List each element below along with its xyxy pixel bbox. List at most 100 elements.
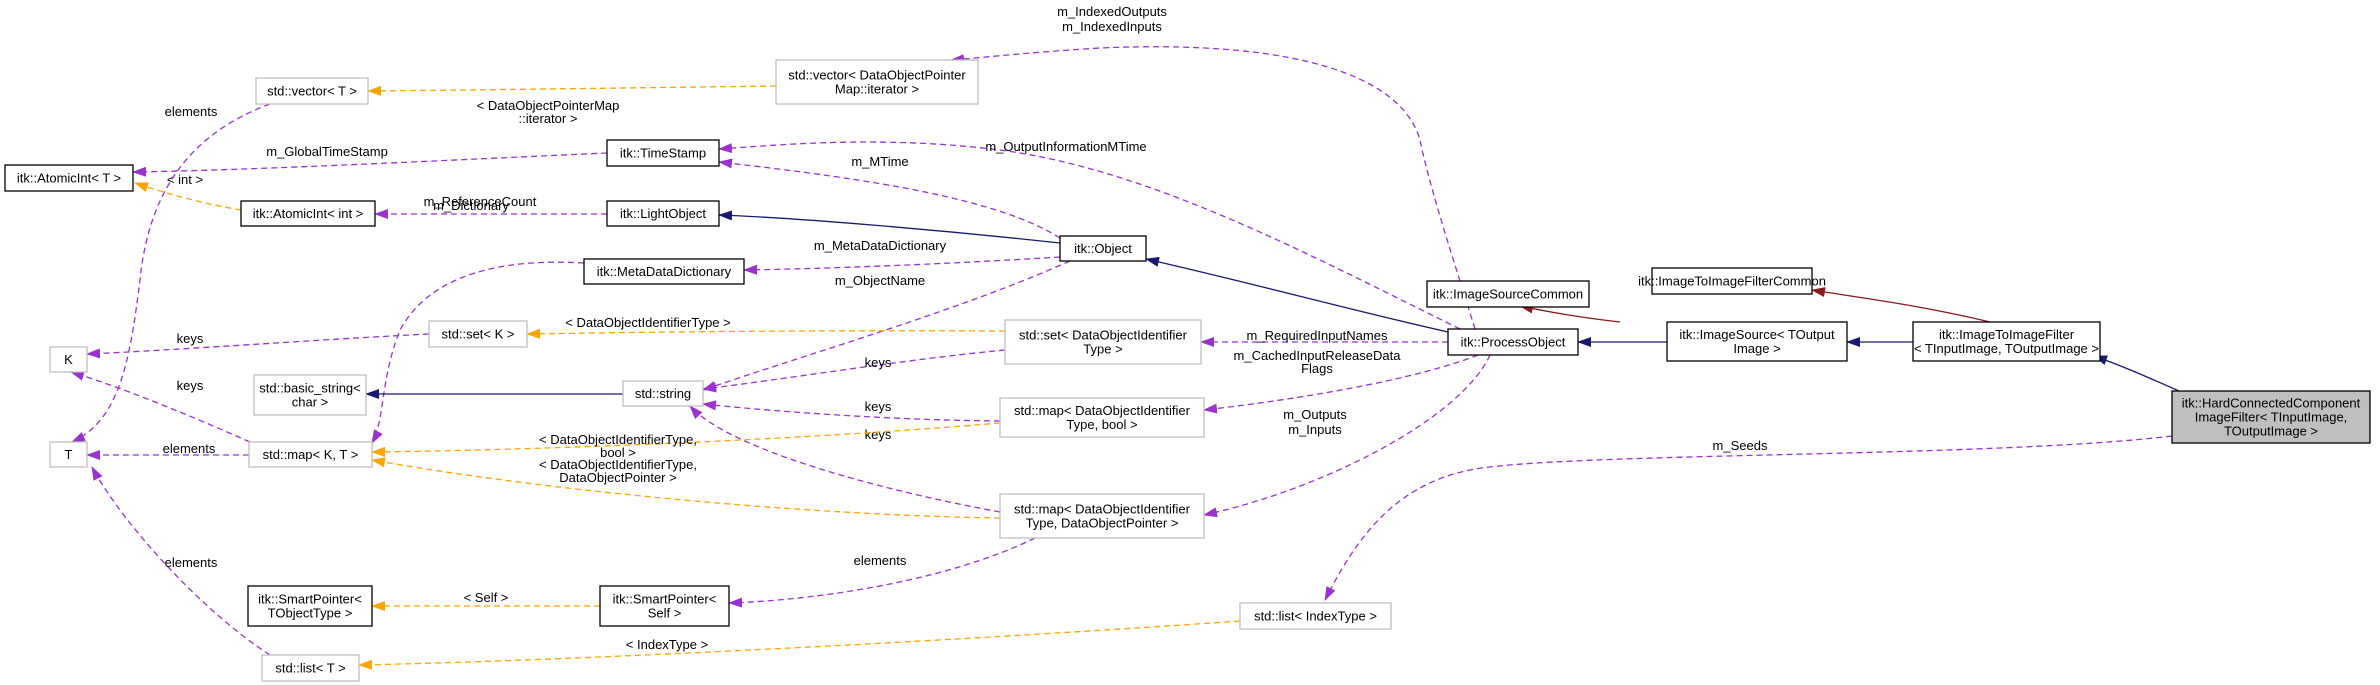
node-K[interactable]: K [49,346,88,373]
edge-use: elements [728,537,1036,608]
node-box[interactable] [1666,321,1848,362]
node-box[interactable] [999,397,1205,438]
node-listIdx[interactable]: std::list< IndexType > [1239,602,1392,630]
node-i2i[interactable]: itk::ImageToImageFilter< TInputImage, TO… [1912,321,2101,362]
node-box[interactable] [775,59,979,105]
edge-label: m_CachedInputReleaseData [1234,348,1402,363]
node-box[interactable] [1651,267,1813,295]
node-label: std::string [635,386,691,401]
edge-line [702,349,1006,393]
node-setDOI[interactable]: std::set< DataObjectIdentifierType > [1004,319,1202,365]
edge-line [71,103,271,443]
node-label: std::list< T > [275,661,345,676]
node-setK[interactable]: std::set< K > [428,320,528,348]
edge-template: < IndexType > [358,620,1241,670]
edge-template: < int > [134,172,242,211]
node-listT[interactable]: std::list< T > [261,654,360,682]
edge-label: m_MTime [851,154,908,169]
node-object[interactable]: itk::Object [1059,235,1147,262]
node-label: K [64,352,73,367]
node-atomicT[interactable]: itk::AtomicInt< T > [4,164,134,192]
edge-line [134,182,242,211]
node-box[interactable] [240,200,376,227]
edge-inherit [718,210,1061,244]
node-vecDOP[interactable]: std::vector< DataObjectPointerMap::itera… [775,59,979,105]
node-box[interactable] [583,258,745,285]
node-label: Self > [648,606,682,621]
node-mapKT[interactable]: std::map< K, T > [248,441,373,468]
node-atomicint[interactable]: itk::AtomicInt< int > [240,200,376,227]
node-box[interactable] [253,374,367,416]
node-box[interactable] [428,320,528,348]
edge-use: keys [702,399,1001,422]
edge-label: m_MetaDataDictionary [814,238,947,253]
edge-label: ::iterator > [519,111,578,126]
node-imgsrccommon[interactable]: itk::ImageSourceCommon [1426,280,1590,308]
edge-use: keys [70,371,251,443]
node-box[interactable] [1912,321,2101,362]
edge-template: < DataObjectIdentifierType > [526,315,1006,339]
edge-label: elements [165,555,218,570]
edge-line [950,46,1476,330]
node-box[interactable] [247,585,373,627]
node-spT[interactable]: itk::SmartPointer<TObjectType > [247,585,373,627]
node-label: TOutputImage > [2224,424,2318,439]
node-box[interactable] [49,346,88,373]
node-hcc[interactable]: itk::HardConnectedComponentImageFilter< … [2171,390,2371,444]
node-label: Type, DataObjectPointer > [1026,516,1179,531]
edge-label: < DataObjectPointerMap [477,98,620,113]
node-box[interactable] [4,164,134,192]
edge-use: m_ObjectName [702,260,1071,391]
edge-label: m_Dictionary [433,198,509,213]
node-box[interactable] [49,441,88,468]
node-box[interactable] [261,654,360,682]
node-box[interactable] [248,441,373,468]
node-label: Type, bool > [1066,417,1137,432]
node-box[interactable] [606,200,720,227]
node-i2icommon[interactable]: itk::ImageToImageFilterCommon [1638,267,1826,295]
node-box[interactable] [1426,280,1590,308]
node-box[interactable] [1004,319,1202,365]
node-metadict[interactable]: itk::MetaDataDictionary [583,258,745,285]
edge-label: m_Outputs [1283,407,1347,422]
edge-use: elements [91,466,271,656]
node-box[interactable] [1239,602,1392,630]
node-box[interactable] [1447,328,1579,356]
node-timestamp[interactable]: itk::TimeStamp [606,139,720,167]
node-imgsrc[interactable]: itk::ImageSource< TOutputImage > [1666,321,1848,362]
node-vecT[interactable]: std::vector< T > [255,77,369,105]
edge-use: keys [86,331,430,359]
node-basicstr[interactable]: std::basic_string<char > [253,374,367,416]
node-box[interactable] [622,380,704,407]
edge-template: < DataObjectIdentifierType,DataObjectPoi… [371,457,1001,519]
edge-line [702,400,1001,422]
node-box[interactable] [2171,390,2371,444]
node-mapDOIbool[interactable]: std::map< DataObjectIdentifierType, bool… [999,397,1205,438]
node-lightobj[interactable]: itk::LightObject [606,200,720,227]
node-mapDOIDOP[interactable]: std::map< DataObjectIdentifierType, Data… [999,493,1205,539]
edge-label: < DataObjectIdentifierType > [565,315,730,330]
edge-line [728,537,1036,608]
edge-line [743,256,1061,275]
node-label: T [65,447,73,462]
node-spSelf[interactable]: itk::SmartPointer<Self > [599,585,730,627]
node-box[interactable] [255,77,369,105]
node-box[interactable] [1059,235,1147,262]
edge-label: bool > [600,445,636,460]
edge-label: keys [177,331,204,346]
node-box[interactable] [606,139,720,167]
edge-inherit [2093,355,2180,392]
node-string[interactable]: std::string [622,380,704,407]
edge-line [1519,303,1621,323]
node-box[interactable] [599,585,730,627]
edge-line [358,620,1241,670]
edge-line [371,261,585,444]
edge-use: elements [86,441,250,460]
node-box[interactable] [999,493,1205,539]
edge-use: m_MetaDataDictionary [743,238,1061,275]
node-procobj[interactable]: itk::ProcessObject [1447,328,1579,356]
node-T[interactable]: T [49,441,88,468]
edge-label: DataObjectPointer > [559,470,676,485]
edge-use: m_Seeds [1324,435,2173,601]
